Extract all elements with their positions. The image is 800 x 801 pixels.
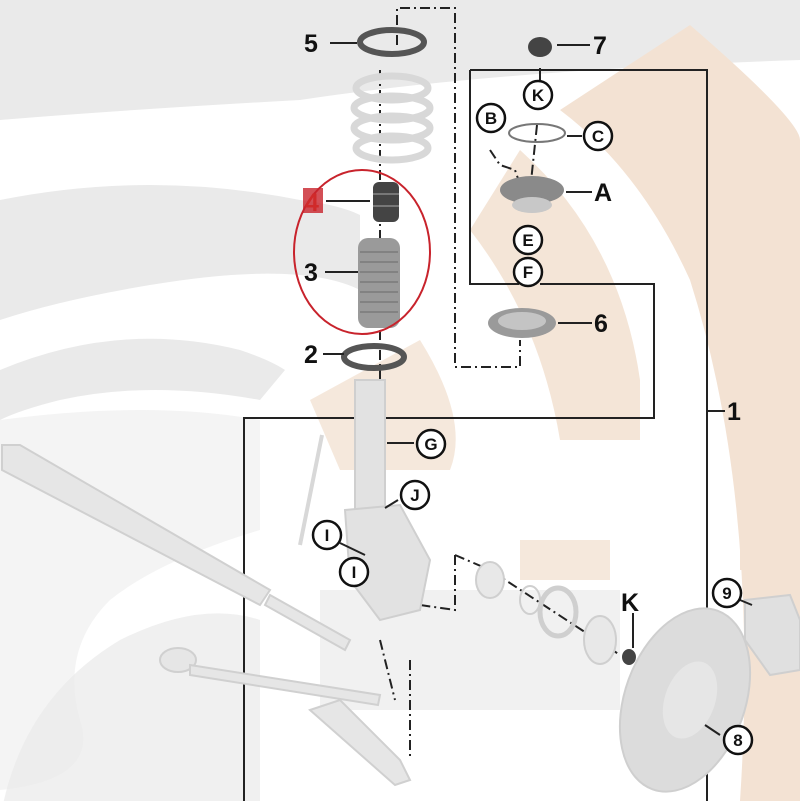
part-9-brake-caliper bbox=[744, 593, 800, 677]
control-arm bbox=[159, 647, 412, 787]
part-A-strut-mount bbox=[500, 176, 564, 213]
label-4-highlight bbox=[303, 188, 323, 213]
label-6: 6 bbox=[594, 310, 608, 338]
steering-rack bbox=[1, 444, 352, 652]
label-E: E bbox=[522, 231, 533, 250]
highlight-ellipse bbox=[293, 169, 431, 335]
label-3: 3 bbox=[304, 259, 318, 287]
label-B: B bbox=[485, 109, 497, 128]
coil-spring bbox=[350, 72, 434, 164]
label-7: 7 bbox=[593, 32, 607, 60]
part-C-ring bbox=[508, 123, 566, 143]
part-4-bump-stop bbox=[373, 182, 399, 222]
stabilizer-link bbox=[298, 434, 324, 546]
part-K-wheel-bolt bbox=[622, 649, 636, 665]
label-C: C bbox=[592, 127, 604, 146]
label-G: G bbox=[424, 435, 437, 454]
label-I-upper: I bbox=[325, 526, 330, 545]
part-2-lower-spring-seat bbox=[341, 343, 407, 371]
label-9: 9 bbox=[722, 584, 731, 603]
label-5: 5 bbox=[304, 30, 318, 58]
part-3-dust-boot bbox=[358, 238, 400, 328]
label-1: 1 bbox=[727, 398, 741, 426]
label-K-bolt: K bbox=[621, 589, 639, 617]
label-J: J bbox=[410, 486, 419, 505]
assembly-bracket-lines bbox=[243, 69, 725, 801]
part-8-brake-disc bbox=[618, 607, 752, 793]
part-6-spring-pad bbox=[488, 308, 556, 338]
label-K-top: K bbox=[532, 86, 545, 105]
strut-body bbox=[343, 379, 432, 622]
label-A: A bbox=[594, 179, 612, 207]
hub-bearing-parts bbox=[475, 561, 617, 665]
label-2: 2 bbox=[304, 341, 318, 369]
label-F: F bbox=[523, 263, 533, 282]
part-5-upper-spring-seat bbox=[357, 27, 427, 57]
label-8: 8 bbox=[733, 731, 742, 750]
part-7-nut-cap bbox=[528, 37, 552, 57]
label-4: 4 bbox=[305, 189, 319, 217]
label-I-lower: I bbox=[352, 563, 357, 582]
circled-labels bbox=[311, 79, 754, 756]
